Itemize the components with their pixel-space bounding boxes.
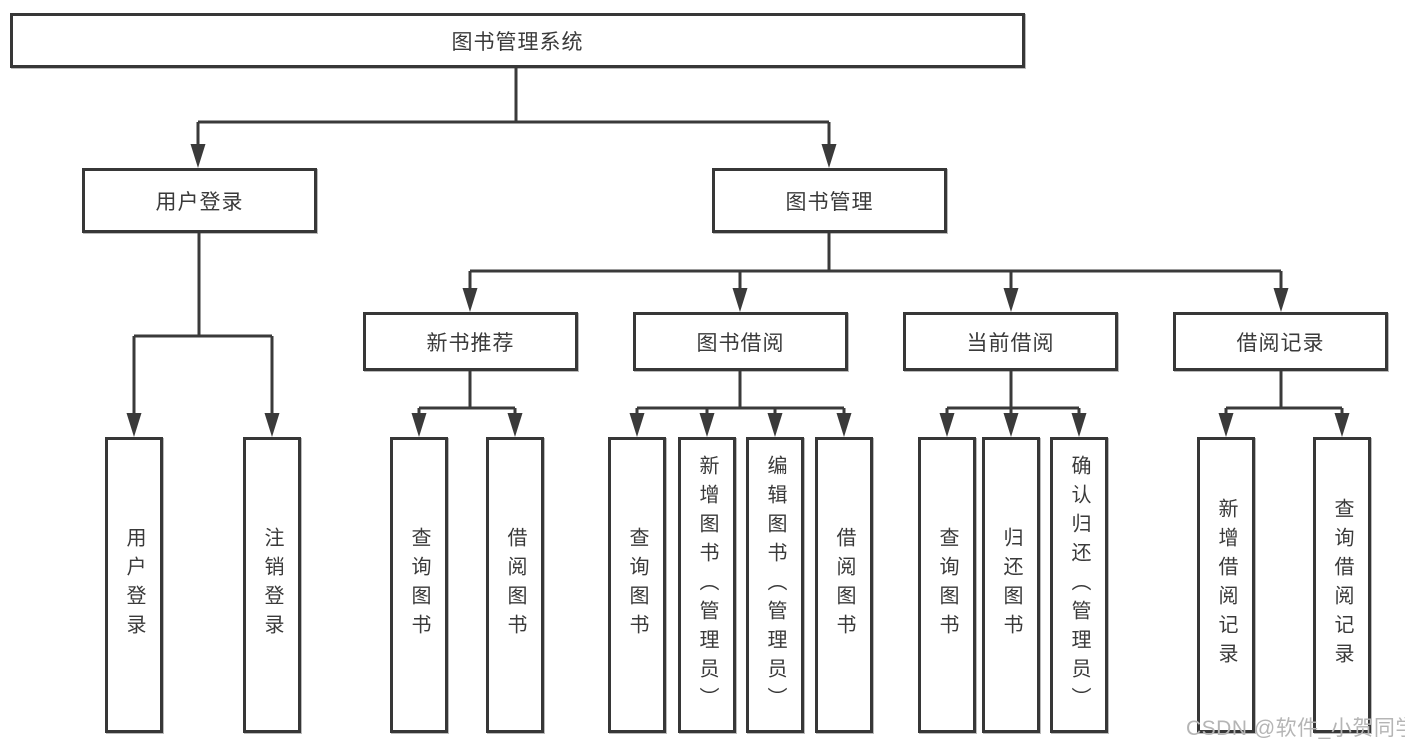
node-book-management: 图书管理 [712, 168, 947, 233]
leaf-borrow-books-2: 借阅图书 [815, 437, 873, 733]
leaf-query-books-3: 查询图书 [918, 437, 976, 733]
leaf-edit-books-admin: 编辑图书（管理员） [746, 437, 804, 733]
leaf-query-books-2-label: 查询图书 [626, 527, 648, 643]
leaf-query-books-2: 查询图书 [608, 437, 666, 733]
leaf-query-books-3-label: 查询图书 [936, 527, 958, 643]
node-new-book-recommend-label: 新书推荐 [426, 331, 515, 355]
node-book-borrow: 图书借阅 [633, 312, 848, 371]
node-new-book-recommend: 新书推荐 [363, 312, 578, 371]
leaf-confirm-return-admin-label: 确认归还（管理员） [1068, 454, 1090, 716]
csdn-watermark: CSDN @软件_小贺同学 [1186, 717, 1405, 740]
leaf-add-borrow-record: 新增借阅记录 [1197, 437, 1255, 733]
leaf-query-books-1-label: 查询图书 [408, 527, 430, 643]
leaf-confirm-return-admin: 确认归还（管理员） [1050, 437, 1108, 733]
leaf-logout-label: 注销登录 [261, 527, 283, 643]
leaf-return-books-label: 归还图书 [1000, 527, 1022, 643]
node-book-borrow-label: 图书借阅 [696, 331, 785, 355]
leaf-query-borrow-record-label: 查询借阅记录 [1331, 498, 1353, 672]
arrowheads [126, 144, 1350, 437]
leaf-logout: 注销登录 [243, 437, 301, 733]
node-user-login-label: 用户登录 [155, 190, 244, 214]
node-root-label: 图书管理系统 [451, 30, 584, 54]
leaf-query-books-1: 查询图书 [390, 437, 448, 733]
node-current-borrow: 当前借阅 [903, 312, 1118, 371]
leaf-borrow-books-1-label: 借阅图书 [504, 527, 526, 643]
node-borrow-records: 借阅记录 [1173, 312, 1388, 371]
leaf-add-borrow-record-label: 新增借阅记录 [1215, 498, 1237, 672]
leaf-borrow-books-2-label: 借阅图书 [833, 527, 855, 643]
leaf-borrow-books-1: 借阅图书 [486, 437, 544, 733]
leaf-user-login-label: 用户登录 [123, 527, 145, 643]
node-user-login: 用户登录 [82, 168, 317, 233]
leaf-return-books: 归还图书 [982, 437, 1040, 733]
leaf-edit-books-admin-label: 编辑图书（管理员） [764, 454, 786, 716]
leaf-add-books-admin: 新增图书（管理员） [678, 437, 736, 733]
node-book-management-label: 图书管理 [785, 190, 874, 214]
node-borrow-records-label: 借阅记录 [1236, 331, 1325, 355]
node-root-library-management-system: 图书管理系统 [10, 13, 1025, 68]
leaf-add-books-admin-label: 新增图书（管理员） [696, 454, 718, 716]
leaf-query-borrow-record: 查询借阅记录 [1313, 437, 1371, 733]
node-current-borrow-label: 当前借阅 [966, 331, 1055, 355]
leaf-user-login: 用户登录 [105, 437, 163, 733]
